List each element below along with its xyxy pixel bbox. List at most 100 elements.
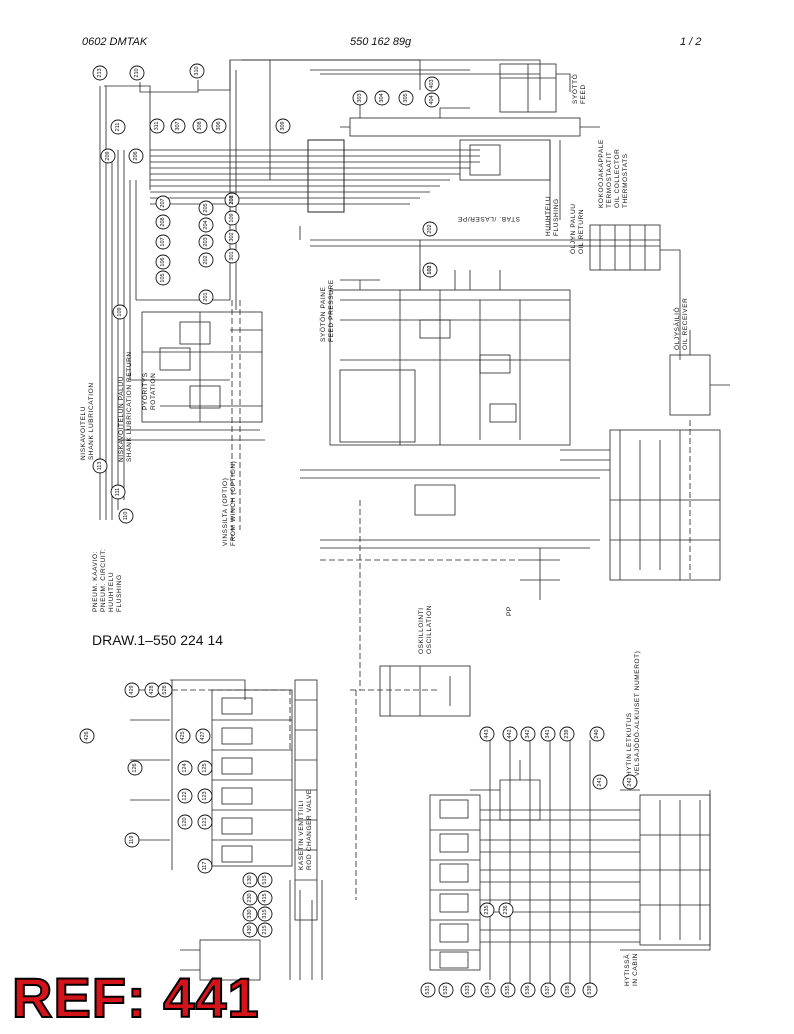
- bubble-number: 341: [545, 729, 551, 739]
- bubble-number: 442: [507, 729, 513, 739]
- in-cabin-label: HYTISSÄ IN CABIN: [624, 953, 639, 986]
- bubble-number: 415: [262, 893, 268, 903]
- bubble-number: 240: [594, 729, 600, 739]
- bubble-number: 534: [485, 985, 491, 995]
- bubble-number: 304: [379, 93, 385, 103]
- pneumatic-circuit-label: PNEUM. KAAVIO: PNEUM. CIRCUIT: HUUHTELU …: [92, 548, 123, 612]
- bubble-number: 119: [129, 835, 135, 845]
- bubble-number: 202: [427, 224, 433, 234]
- flushing-label: HUUHTELU FLUSHING: [545, 195, 560, 236]
- bubble-number: 213: [97, 68, 103, 78]
- bubble-number: 202: [203, 255, 209, 265]
- bubble-number: 443: [484, 729, 490, 739]
- feed-pressure-label: SYÖTÖN PAINE FEED PRESSURE: [320, 279, 335, 342]
- bubble-number: 204: [203, 220, 209, 230]
- rotation-label: PYÖRITYS ROTATION: [142, 372, 157, 410]
- bubble-number: 308: [197, 121, 203, 131]
- bubble-number: 201: [229, 195, 235, 205]
- bubble-number: 430: [247, 925, 253, 935]
- pp-label: PP: [506, 606, 513, 616]
- bubble-number: 120: [182, 817, 188, 827]
- shank-lubrication-label: NISKAVOITELU SHANK LUBRICATION: [80, 382, 95, 460]
- shank-lubrication-return-label: NISKAVOITELUN PALUU SHANK LUBRICATION RE…: [118, 351, 133, 462]
- oil-receiver-label: ÖLJYSÄILIÖ OIL RECEIVER: [674, 297, 689, 350]
- bubble-number: 532: [443, 985, 449, 995]
- bubble-number: 109: [117, 307, 123, 317]
- bubble-number: 425: [180, 731, 186, 741]
- bubble-number: 121: [202, 817, 208, 827]
- bubble-number: 342: [525, 729, 531, 739]
- bubble-number: 539: [587, 985, 593, 995]
- stab-laser-label: STAB. /LASER/PE: [457, 215, 520, 222]
- oscillation-label: OSKILLOINTI OSCILLATION: [418, 604, 433, 654]
- header-page: 1 / 2: [680, 36, 702, 48]
- bubble-number: 427: [200, 731, 206, 741]
- bubble-number: 111: [115, 487, 121, 497]
- oil-collector-label: KOKOOJAKAPPALE TERMOSTAATIT OIL COLLECTO…: [598, 139, 629, 208]
- bubble-number: 113: [97, 461, 103, 471]
- bubble-number: 122: [182, 791, 188, 801]
- bubble-number: 309: [280, 121, 286, 131]
- bubble-number: 302: [229, 232, 235, 242]
- bubble-number: 124: [182, 763, 188, 773]
- bubble-number: 533: [465, 985, 471, 995]
- bubble-number: 315: [262, 909, 268, 919]
- bubble-number: 205: [203, 203, 209, 213]
- ref-stamp: REF: 441: [11, 966, 260, 1029]
- bubble-number: 230: [247, 893, 253, 903]
- bubble-number: 303: [357, 93, 363, 103]
- oil-return-label: ÖLJYN PALUU OIL RETURN: [570, 203, 585, 254]
- bubble-number: 535: [505, 985, 511, 995]
- bubble-number: 307: [175, 121, 181, 131]
- bubble-number: 426: [84, 731, 90, 741]
- bubble-number: 105: [160, 273, 166, 283]
- bubble-number: 241: [597, 777, 603, 787]
- bubble-number: 305: [403, 93, 409, 103]
- bubble-number: 203: [203, 237, 209, 247]
- bubble-number: 403: [429, 79, 435, 89]
- bubble-number: 211: [115, 122, 121, 132]
- bubble-number: 537: [545, 985, 551, 995]
- from-winch-label: VINSSILTA (OPTIO) FROM WINCH (OPTION): [222, 460, 237, 546]
- bubble-number: 126: [132, 763, 138, 773]
- bubble-number: 210: [134, 68, 140, 78]
- bubble-number: 239: [564, 729, 570, 739]
- rod-changer-valve-label: KASETIN VENTTIILI ROD CHANGER VALVE: [298, 789, 313, 870]
- bubble-number: 528: [162, 685, 168, 695]
- bubble-number: 123: [202, 791, 208, 801]
- bubble-number: 110: [123, 511, 129, 521]
- header-left: 0602 DMTAK: [82, 36, 148, 48]
- bubble-number: 404: [429, 95, 435, 105]
- bubble-number: 538: [565, 985, 571, 995]
- bubble-number: 311: [154, 121, 160, 131]
- bubble-number: 330: [247, 909, 253, 919]
- bubble-number: 242: [627, 777, 633, 787]
- drawing-reference: DRAW.1–550 224 14: [92, 632, 224, 648]
- bubble-number: 236: [503, 905, 509, 915]
- bubble-number: 206: [133, 151, 139, 161]
- bubble-number: 215: [262, 925, 268, 935]
- header-drawing-number: 550 162 89g: [350, 36, 412, 48]
- bubble-number: 306: [216, 121, 222, 131]
- bubble-number: 117: [202, 861, 208, 871]
- bubble-number: 125: [202, 763, 208, 773]
- bubble-number: 101: [427, 265, 433, 275]
- feed-label: SYÖTTÖ FEED: [572, 73, 587, 104]
- bubble-number: 536: [525, 985, 531, 995]
- bubble-number: 310: [194, 66, 200, 76]
- bubble-number: 106: [160, 257, 166, 267]
- bubble-number: 209: [105, 151, 111, 161]
- bubble-number: 429: [129, 685, 135, 695]
- bubble-number: 208: [160, 217, 166, 227]
- bubble-number: 207: [160, 198, 166, 208]
- bubble-number: 201: [203, 292, 209, 302]
- bubble-number: 109: [229, 213, 235, 223]
- bubble-number: 428: [149, 685, 155, 695]
- cabin-hoses-label: HYTIN LETKUTUS VELSAJÖDÖ-ALKUISET NUMERO…: [626, 650, 641, 776]
- bubble-number: 531: [425, 985, 431, 995]
- bubble-number: 130: [247, 875, 253, 885]
- bubble-number: 235: [484, 905, 490, 915]
- bubble-number: 301: [229, 251, 235, 261]
- bubble-number: 107: [160, 237, 166, 247]
